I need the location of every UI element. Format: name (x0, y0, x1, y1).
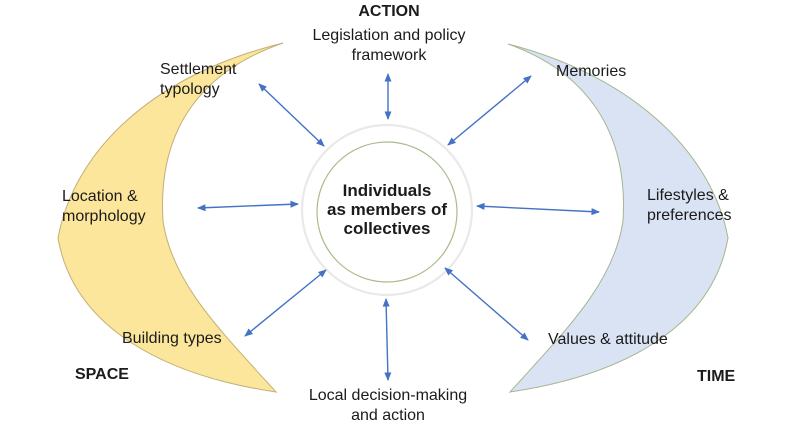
time-crescent-shape (507, 43, 729, 393)
outer-circle (300, 123, 474, 297)
center-label-line2: as members of (327, 200, 447, 219)
node-lifestyles: Lifestyles & preferences (647, 186, 732, 226)
node-settlement: Settlement typology (160, 60, 236, 100)
arrow-memories (447, 75, 532, 146)
node-settlement-line1: Settlement (160, 61, 237, 78)
node-local-decision-line1: Local decision-making (308, 387, 468, 404)
node-local-decision: Local decision-making and action (309, 386, 467, 426)
node-building-types-text: Building types (122, 330, 222, 347)
node-values-text: Values & attitude (548, 331, 668, 348)
node-values: Values & attitude (548, 330, 668, 350)
node-building-types: Building types (122, 329, 222, 349)
axis-label-time-text: TIME (697, 368, 736, 385)
node-legislation: Legislation and policy framework (313, 26, 466, 66)
node-settlement-line2: typology (160, 81, 220, 98)
arrow-settlement (258, 83, 325, 147)
node-location: Location & morphology (62, 187, 146, 227)
arrow-lifestyles (476, 202, 600, 216)
arrow-location (197, 200, 299, 212)
center-label-line1: Individuals (342, 181, 432, 200)
center-label: Individuals as members of collectives (327, 181, 447, 238)
node-legislation-line1: Legislation and policy (312, 27, 466, 44)
node-memories-text: Memories (556, 63, 627, 80)
node-local-decision-line2: and action (351, 407, 425, 424)
inner-circle (316, 141, 458, 283)
node-location-line2: morphology (62, 208, 146, 225)
node-location-line1: Location & (62, 188, 138, 205)
arrow-local-decision (382, 298, 392, 381)
axis-label-action: ACTION (358, 2, 419, 22)
node-memories: Memories (556, 62, 626, 82)
arrow-building-types (244, 269, 327, 337)
arrow-values (444, 267, 529, 341)
arrow-group (197, 73, 600, 381)
node-legislation-line2: framework (351, 47, 427, 64)
node-lifestyles-line2: preferences (647, 207, 732, 224)
center-label-line3: collectives (343, 219, 431, 238)
axis-label-action-text: ACTION (358, 3, 420, 20)
node-lifestyles-line1: Lifestyles & (647, 187, 729, 204)
axis-label-time: TIME (697, 367, 735, 387)
axis-label-space-text: SPACE (75, 366, 129, 383)
space-crescent-shape (57, 42, 284, 393)
axis-label-space: SPACE (75, 365, 129, 385)
